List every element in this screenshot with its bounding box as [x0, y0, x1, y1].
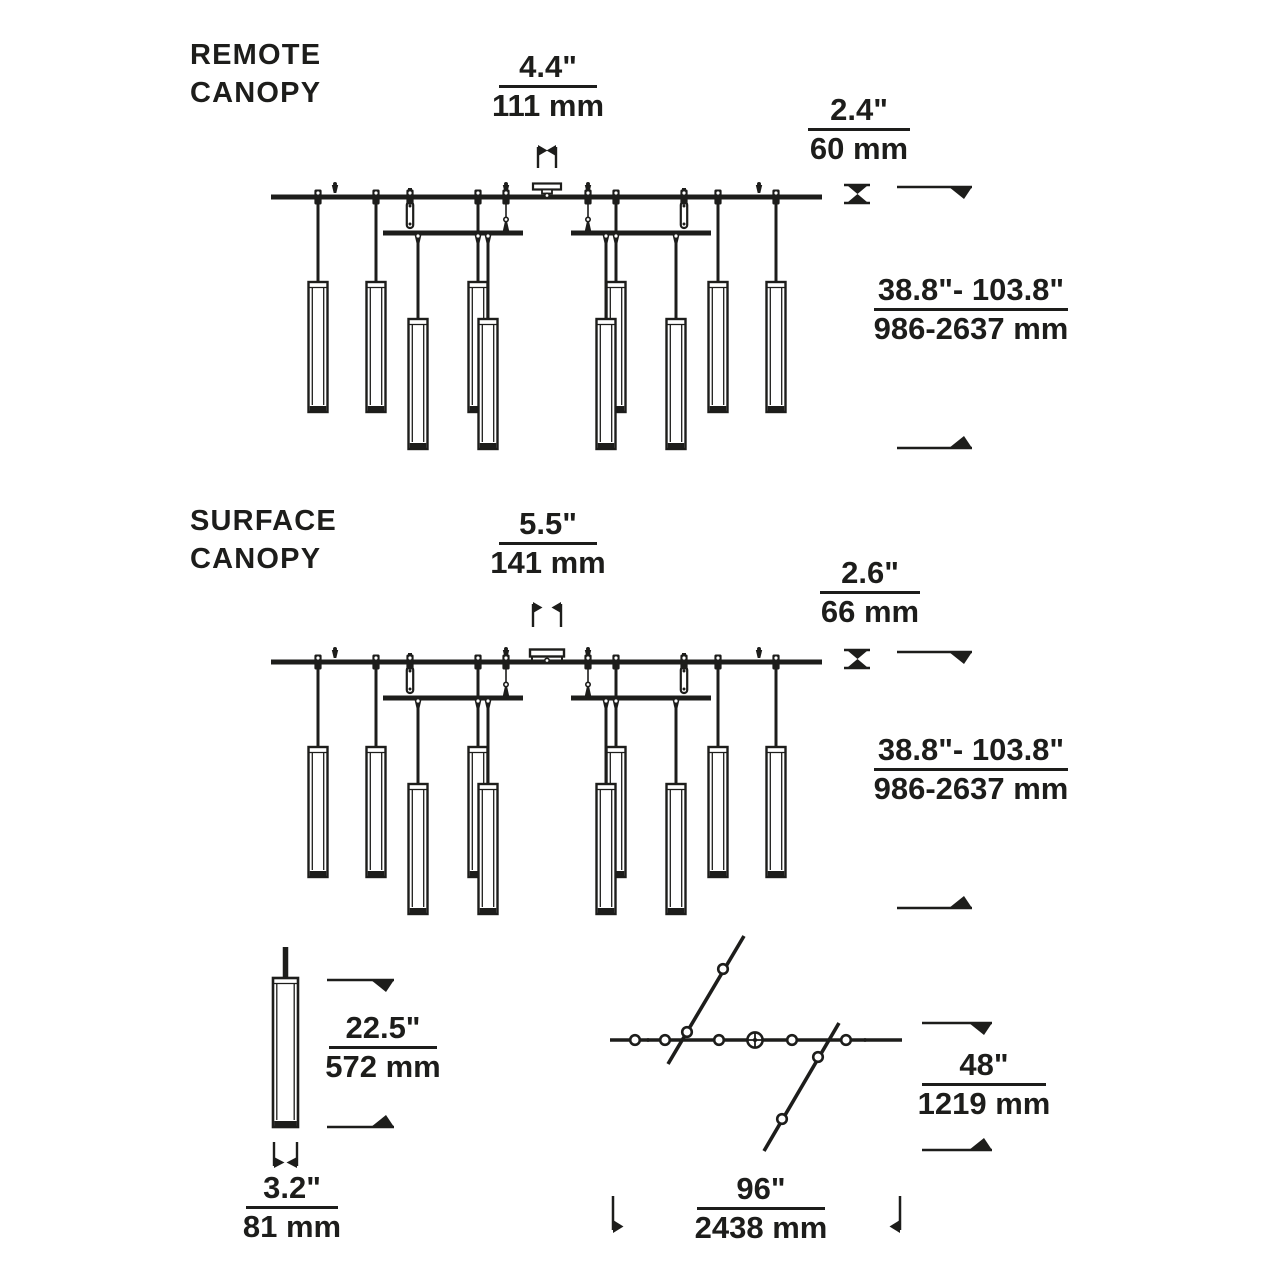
remote-canopy-width-dimension: 4.4" 111 mm	[492, 49, 604, 122]
dimension-inches: 38.8"- 103.8"	[877, 272, 1065, 307]
dimension-mm: 60 mm	[809, 130, 909, 166]
surface-canopy-diagram-rail-height-marker	[844, 648, 870, 670]
fraction-rule	[874, 308, 1068, 311]
remote-canopy-diagram-sub-rail-connectors	[414, 234, 680, 244]
pendant-width-dimension: 3.2" 81 mm	[242, 1170, 342, 1244]
surface-canopy-title-line2: CANOPY	[190, 543, 322, 575]
surface-canopy-width-dimension: 5.5" 141 mm	[490, 506, 605, 579]
dimension-mm: 986-2637 mm	[873, 310, 1069, 346]
remote-canopy-title-line1: REMOTE	[190, 39, 322, 71]
plan-view-diagram	[610, 935, 992, 1233]
surface-canopy-diagram-canopy	[528, 648, 566, 664]
fraction-rule	[922, 1083, 1046, 1086]
surface-canopy-diagram-canopy-width-flags	[531, 602, 563, 627]
plan-length-dimension: 96" 2438 mm	[694, 1171, 828, 1245]
dimension-mm: 986-2637 mm	[873, 770, 1069, 806]
plan-depth-arrows	[922, 1021, 992, 1152]
pendant-length-dimension: 22.5" 572 mm	[325, 1010, 440, 1083]
remote-canopy-title-line2: CANOPY	[190, 77, 322, 109]
surface-canopy-title-line1: SURFACE	[190, 505, 337, 537]
remote-canopy-diagram-drop-range-arrows	[897, 185, 972, 450]
fraction-rule	[499, 85, 597, 88]
remote-rail-height-dimension: 2.4" 60 mm	[808, 93, 910, 165]
fraction-rule	[697, 1207, 825, 1210]
surface-canopy-diagram-rail-nodes	[314, 654, 780, 670]
surface-drop-range-dimension: 38.8"- 103.8" 986-2637 mm	[873, 732, 1069, 806]
surface-canopy-diagram-sub-rail-connectors	[414, 699, 680, 709]
plan-length-markers	[611, 1196, 902, 1233]
remote-canopy-diagram-canopy	[531, 182, 563, 199]
surface-canopy-diagram-hangers	[405, 664, 689, 696]
pendant-detail-diagram	[271, 947, 394, 1168]
dimension-inches: 38.8"- 103.8"	[877, 732, 1065, 767]
dimension-inches: 96"	[736, 1171, 786, 1206]
surface-canopy-diagram-pendants	[307, 745, 787, 916]
remote-canopy-diagram-rail-nodes	[314, 189, 780, 205]
remote-drop-range-dimension: 38.8"- 103.8" 986-2637 mm	[873, 272, 1069, 346]
remote-canopy-diagram	[271, 145, 972, 451]
dimension-inches: 2.6"	[841, 555, 899, 590]
dimension-mm: 111 mm	[491, 87, 605, 123]
dimension-mm: 66 mm	[820, 593, 920, 629]
pendant-detail-width-flags	[272, 1142, 299, 1168]
remote-canopy-diagram-pendants	[307, 280, 787, 451]
fraction-rule	[820, 591, 920, 594]
dimension-mm: 2438 mm	[694, 1209, 828, 1245]
remote-canopy-diagram-rods	[316, 199, 778, 320]
dimension-inches: 4.4"	[519, 49, 577, 84]
dimension-inches: 2.4"	[830, 92, 888, 127]
remote-canopy-diagram-canopy-width-flags	[536, 145, 558, 168]
fraction-rule	[874, 768, 1068, 771]
surface-canopy-diagram-drop-range-arrows	[897, 650, 972, 910]
remote-canopy-diagram-hangers	[405, 199, 689, 231]
dimension-mm: 572 mm	[325, 1048, 441, 1084]
surface-canopy-diagram-rods	[316, 664, 778, 785]
dimension-inches: 22.5"	[345, 1010, 421, 1045]
fraction-rule	[808, 128, 910, 131]
surface-canopy-title: SURFACE CANOPY	[190, 502, 337, 578]
dimension-inches: 3.2"	[263, 1170, 321, 1205]
fraction-rule	[246, 1206, 338, 1209]
fraction-rule	[329, 1046, 437, 1049]
surface-rail-height-dimension: 2.6" 66 mm	[820, 556, 920, 628]
dimension-mm: 141 mm	[490, 544, 606, 580]
remote-canopy-title: REMOTE CANOPY	[190, 36, 321, 112]
remote-canopy-diagram-rail-height-marker	[844, 183, 870, 205]
dimension-inches: 48"	[959, 1047, 1009, 1082]
dimension-mm: 81 mm	[242, 1208, 342, 1244]
plan-canopy-symbol	[746, 1031, 764, 1049]
dimension-inches: 5.5"	[519, 506, 577, 541]
fraction-rule	[499, 542, 597, 545]
surface-canopy-diagram	[271, 602, 972, 916]
plan-depth-dimension: 48" 1219 mm	[918, 1047, 1051, 1120]
dimension-mm: 1219 mm	[917, 1085, 1051, 1121]
